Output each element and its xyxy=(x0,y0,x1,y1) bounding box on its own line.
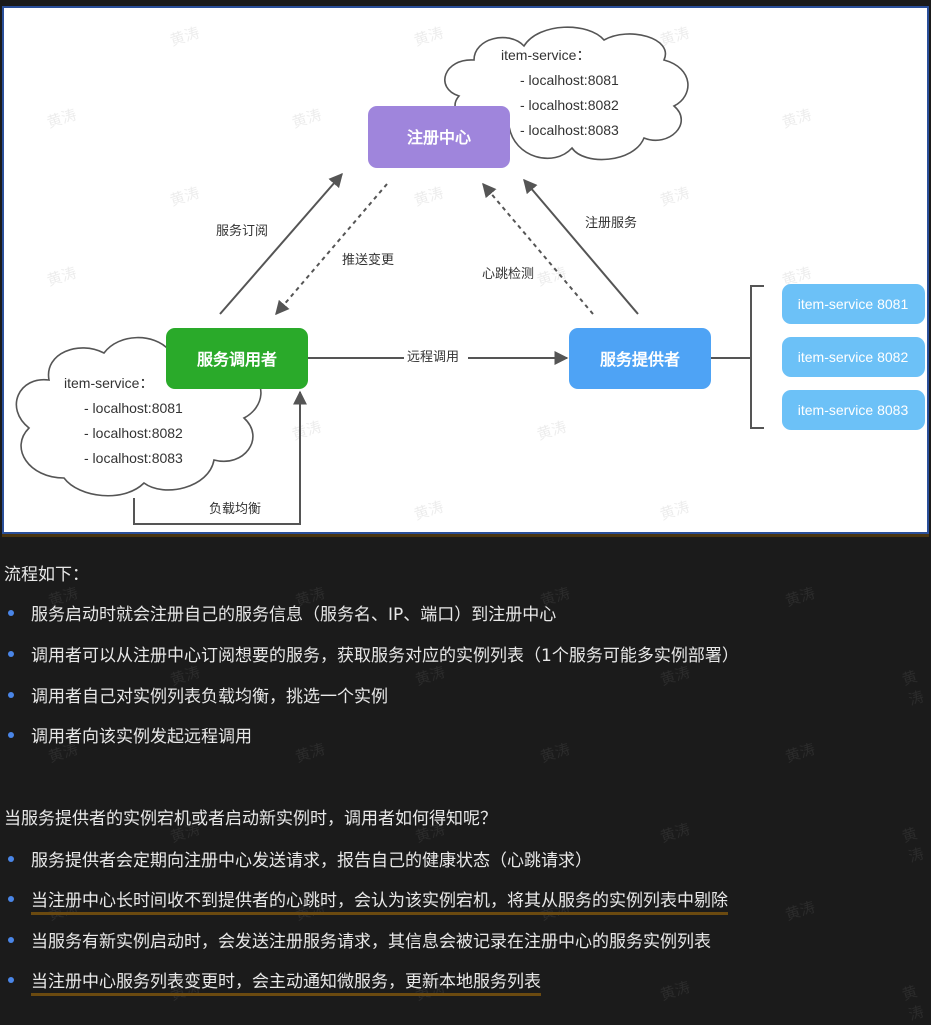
registry-node: 注册中心 xyxy=(368,106,510,168)
list-item: 当注册中心长时间收不到提供者的心跳时，会认为该实例宕机，将其从服务的实例列表中剔… xyxy=(8,886,728,915)
bullet-icon xyxy=(8,977,14,983)
list-item: 当注册中心服务列表变更时，会主动通知微服务，更新本地服务列表 xyxy=(8,967,541,996)
remote-call-label: 远程调用 xyxy=(407,350,459,365)
watermark: 黄涛 xyxy=(780,105,814,131)
watermark: 黄涛 xyxy=(783,897,818,925)
push-change-arrow xyxy=(275,183,388,316)
list-item-text: 当服务有新实例启动时，会发送注册服务请求，其信息会被记录在注册中心的服务实例列表 xyxy=(31,932,711,952)
list-item-text: 当注册中心服务列表变更时，会主动通知微服务，更新本地服务列表 xyxy=(31,972,541,996)
watermark: 黄涛 xyxy=(535,263,569,289)
watermark: 黄涛 xyxy=(783,583,818,611)
provider-label: 服务提供者 xyxy=(600,350,680,369)
list-item: 调用者自己对实例列表负载均衡，挑选一个实例 xyxy=(8,682,388,707)
instance-box xyxy=(782,390,925,430)
heartbeat-label: 心跳检测 xyxy=(482,267,534,282)
instance-label: item-service 8083 xyxy=(798,402,909,418)
bullet-icon xyxy=(8,732,14,738)
section1-heading: 流程如下： xyxy=(4,565,89,585)
watermark: 黄涛 xyxy=(535,417,569,443)
instance-list: item-service 8081 item-service 8082 item… xyxy=(711,284,925,430)
bullet-icon xyxy=(8,856,14,862)
watermark: 黄涛 xyxy=(899,824,927,867)
consumer-node: 服务调用者 xyxy=(166,328,308,389)
load-balance-arrow xyxy=(133,390,307,525)
figure-divider xyxy=(2,534,929,537)
consumer-label: 服务调用者 xyxy=(197,350,277,369)
consumer-cloud-line: - localhost:8081 xyxy=(84,400,183,416)
watermark: 黄涛 xyxy=(168,23,202,49)
bullet-icon xyxy=(8,896,14,902)
registry-cloud-line: - localhost:8082 xyxy=(520,97,619,113)
list-item: 服务启动时就会注册自己的服务信息（服务名、IP、端口）到注册中心 xyxy=(8,600,556,625)
watermark: 黄涛 xyxy=(290,417,324,443)
watermark: 黄涛 xyxy=(538,739,573,767)
watermark: 黄涛 xyxy=(658,497,692,523)
bullet-icon xyxy=(8,651,14,657)
watermark: 黄涛 xyxy=(783,739,818,767)
bullet-icon xyxy=(8,692,14,698)
register-label: 注册服务 xyxy=(585,215,637,231)
section2-heading: 当服务提供者的实例宕机或者启动新实例时，调用者如何得知呢？ xyxy=(4,809,497,829)
list-item-text: 服务启动时就会注册自己的服务信息（服务名、IP、端口）到注册中心 xyxy=(31,605,557,625)
registry-label: 注册中心 xyxy=(407,128,471,147)
registry-cloud-line: - localhost:8081 xyxy=(520,72,619,88)
registry-diagram: 黄涛 黄涛 黄涛 黄涛 黄涛 黄涛 黄涛 黄涛 黄涛 黄涛 黄涛 黄涛 黄涛 黄… xyxy=(15,23,925,525)
instance-label: item-service 8081 xyxy=(798,296,909,312)
consumer-cloud-title: item-service： xyxy=(64,375,153,391)
list-item-text: 服务提供者会定期向注册中心发送请求，报告自己的健康状态（心跳请求） xyxy=(31,851,592,871)
consumer-cloud-line: - localhost:8082 xyxy=(84,425,183,441)
instance-box xyxy=(782,337,925,377)
watermark: 黄涛 xyxy=(45,263,79,289)
push-change-label: 推送变更 xyxy=(342,252,394,268)
subscribe-arrow xyxy=(219,172,343,315)
watermark: 黄涛 xyxy=(658,977,693,1005)
list-item: 调用者向该实例发起远程调用 xyxy=(8,722,252,747)
watermark: 黄涛 xyxy=(293,739,328,767)
list-item: 服务提供者会定期向注册中心发送请求，报告自己的健康状态（心跳请求） xyxy=(8,846,592,871)
list-item: 调用者可以从注册中心订阅想要的服务，获取服务对应的实例列表（1个服务可能多实例部… xyxy=(8,641,739,666)
watermark: 黄涛 xyxy=(899,982,927,1025)
bullet-icon xyxy=(8,937,14,943)
instance-box xyxy=(782,284,925,324)
watermark: 黄涛 xyxy=(658,183,692,209)
watermark: 黄涛 xyxy=(168,183,202,209)
heartbeat-arrow xyxy=(482,182,594,315)
provider-node: 服务提供者 xyxy=(569,328,711,389)
load-balance-label: 负载均衡 xyxy=(209,502,261,517)
list-item-text: 调用者可以从注册中心订阅想要的服务，获取服务对应的实例列表（1个服务可能多实例部… xyxy=(31,646,739,666)
register-arrow xyxy=(523,178,639,315)
instance-label: item-service 8082 xyxy=(798,349,909,365)
bullet-icon xyxy=(8,610,14,616)
subscribe-label: 服务订阅 xyxy=(216,223,268,239)
watermark: 黄涛 xyxy=(658,819,693,847)
watermark: 黄涛 xyxy=(45,105,79,131)
watermark: 黄涛 xyxy=(412,23,446,49)
watermark: 黄涛 xyxy=(899,667,927,710)
registry-cloud-title: item-service： xyxy=(501,47,590,63)
watermark: 黄涛 xyxy=(412,497,446,523)
list-item-text: 调用者向该实例发起远程调用 xyxy=(31,727,252,747)
list-item: 当服务有新实例启动时，会发送注册服务请求，其信息会被记录在注册中心的服务实例列表 xyxy=(8,927,711,952)
list-item-text: 调用者自己对实例列表负载均衡，挑选一个实例 xyxy=(31,687,388,707)
list-item-text: 当注册中心长时间收不到提供者的心跳时，会认为该实例宕机，将其从服务的实例列表中剔… xyxy=(31,891,728,915)
watermark: 黄涛 xyxy=(412,183,446,209)
consumer-cloud-line: - localhost:8083 xyxy=(84,450,183,466)
watermark: 黄涛 xyxy=(290,105,324,131)
registry-cloud-line: - localhost:8083 xyxy=(520,122,619,138)
diagram-figure: 黄涛 黄涛 黄涛 黄涛 黄涛 黄涛 黄涛 黄涛 黄涛 黄涛 黄涛 黄涛 黄涛 黄… xyxy=(2,6,929,534)
